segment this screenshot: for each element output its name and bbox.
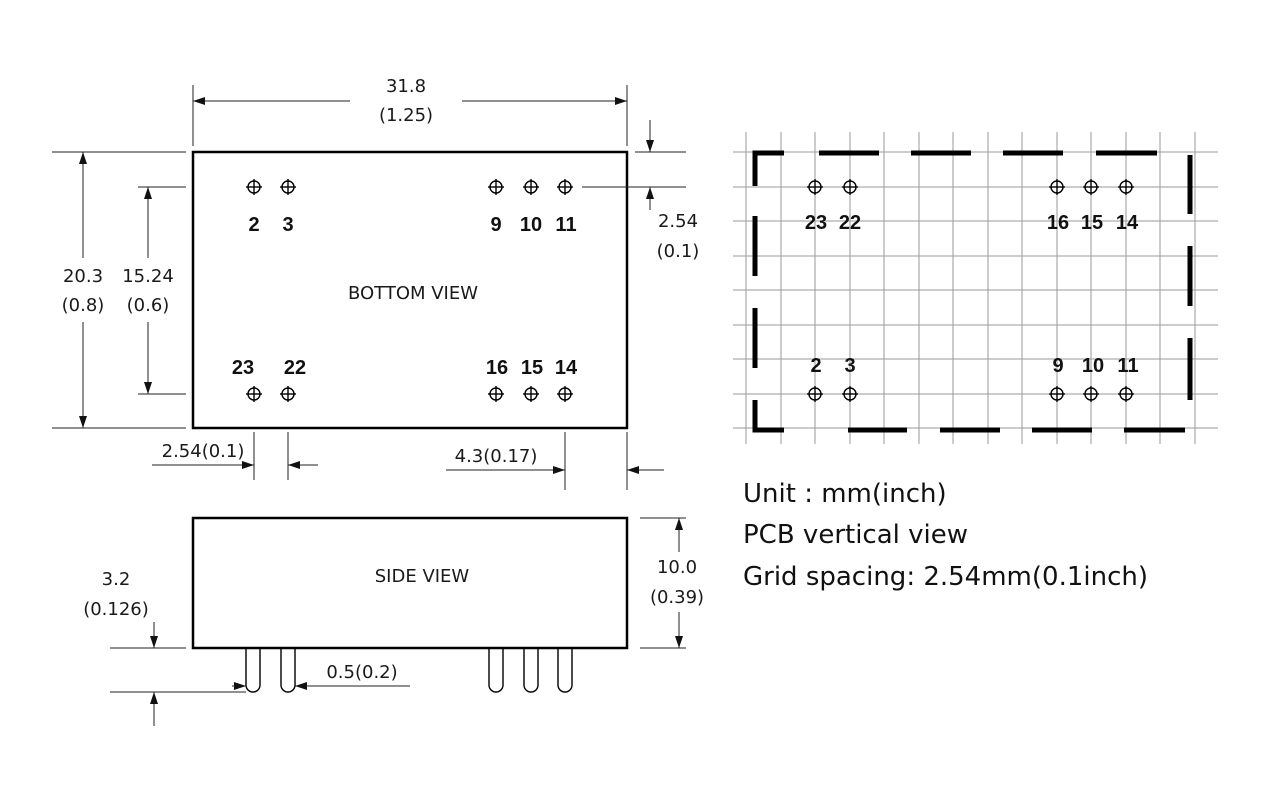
pin-label-23: 23 [232, 357, 254, 379]
pcb-pin-label-16: 16 [1047, 212, 1069, 234]
pin-9-marker [488, 179, 504, 195]
bottom-view: BOTTOM VIEW 2 3 9 10 11 23 22 16 15 14 [52, 76, 699, 490]
notes: Unit : mm(inch) PCB vertical view Grid s… [743, 479, 1148, 592]
side-height-in: (0.39) [650, 587, 704, 608]
pin-pitch-dimension: 2.54(0.1) [152, 432, 318, 480]
pcb-pin-15-marker [1083, 179, 1099, 195]
side-pin-2 [280, 648, 296, 693]
pin-length-mm: 3.2 [102, 569, 131, 590]
unit-note: Unit : mm(inch) [743, 479, 947, 509]
pin-label-15: 15 [521, 357, 543, 379]
pin-length-dimension: 3.2 (0.126) [83, 569, 246, 726]
pin-edge-dimension: 4.3(0.17) [446, 432, 664, 490]
pin-2-marker [246, 179, 262, 195]
pin-label-2: 2 [248, 214, 259, 236]
pin-pitch-label: 2.54(0.1) [162, 441, 245, 462]
pin-23-marker [246, 386, 262, 402]
grid-note: Grid spacing: 2.54mm(0.1inch) [743, 562, 1148, 592]
pcb-pin-label-15: 15 [1081, 212, 1103, 234]
side-view: SIDE VIEW 10.0 (0.39) 3.2 (0.126) [83, 516, 704, 726]
height-in: (0.8) [62, 295, 105, 316]
pin-14-marker [557, 386, 573, 402]
edge-offset-mm: 2.54 [658, 211, 698, 232]
pin-22-marker [280, 386, 296, 402]
pcb-pin-label-11: 11 [1117, 355, 1138, 377]
pin-length-in: (0.126) [83, 599, 149, 620]
pin-16-marker [488, 386, 504, 402]
pcb-pin-2-marker [807, 386, 823, 402]
pcb-pin-3-marker [842, 386, 858, 402]
pin-edge-label: 4.3(0.17) [455, 446, 538, 467]
pcb-pin-label-14: 14 [1116, 212, 1139, 234]
side-pin-1 [245, 648, 261, 693]
side-pin-5 [557, 648, 573, 693]
side-view-pins [245, 648, 573, 693]
pin-label-9: 9 [490, 214, 501, 236]
pcb-pin-22-marker [842, 179, 858, 195]
width-dimension: 31.8 (1.25) [192, 76, 628, 146]
view-note: PCB vertical view [743, 520, 968, 550]
pcb-pin-label-10: 10 [1082, 355, 1104, 377]
pcb-pin-10-marker [1083, 386, 1099, 402]
pin-11-marker [557, 179, 573, 195]
pcb-pin-label-23: 23 [805, 212, 827, 234]
pcb-pin-label-9: 9 [1052, 355, 1063, 377]
bottom-view-pins [246, 179, 573, 402]
width-mm: 31.8 [386, 76, 426, 97]
pin-label-16: 16 [486, 357, 508, 379]
pcb-pin-9-marker [1049, 386, 1065, 402]
side-pin-3 [488, 648, 504, 693]
row-span-in: (0.6) [127, 295, 170, 316]
row-span-mm: 15.24 [122, 266, 174, 287]
pin-label-3: 3 [282, 214, 293, 236]
pcb-pin-16-marker [1049, 179, 1065, 195]
pcb-pin-label-3: 3 [844, 355, 855, 377]
bottom-view-label: BOTTOM VIEW [348, 283, 478, 304]
pcb-pin-11-marker [1118, 386, 1134, 402]
bottom-view-outline [191, 150, 629, 430]
pin-label-11: 11 [555, 214, 576, 236]
pcb-pin-label-2: 2 [810, 355, 821, 377]
side-view-label: SIDE VIEW [375, 566, 470, 587]
pin-diameter-label: 0.5(0.2) [326, 662, 397, 683]
height-mm: 20.3 [63, 266, 103, 287]
pin-15-marker [523, 386, 539, 402]
pin-label-10: 10 [520, 214, 542, 236]
side-height-mm: 10.0 [657, 557, 697, 578]
row-span-dimension: 15.24 (0.6) [122, 186, 186, 395]
pcb-grid [733, 132, 1218, 444]
pin-label-14: 14 [555, 357, 578, 379]
pcb-footprint-outline [752, 150, 1193, 433]
height-dimension: 20.3 (0.8) [52, 151, 186, 429]
pcb-pin-label-22: 22 [839, 212, 861, 234]
pcb-pins [807, 179, 1134, 402]
width-in: (1.25) [379, 105, 433, 126]
pin-3-marker [280, 179, 296, 195]
pcb-pin-14-marker [1118, 179, 1134, 195]
pin-diameter-dimension: 0.5(0.2) [232, 662, 410, 690]
pin-10-marker [523, 179, 539, 195]
pin-label-22: 22 [284, 357, 306, 379]
pcb-view: 23 22 16 15 14 2 3 9 10 11 [733, 132, 1218, 444]
side-pin-4 [523, 648, 539, 693]
side-height-dimension: 10.0 (0.39) [640, 517, 704, 649]
pcb-pin-23-marker [807, 179, 823, 195]
edge-offset-in: (0.1) [657, 241, 700, 262]
edge-offset-dimension: 2.54 (0.1) [582, 120, 699, 262]
side-view-outline [191, 516, 629, 650]
